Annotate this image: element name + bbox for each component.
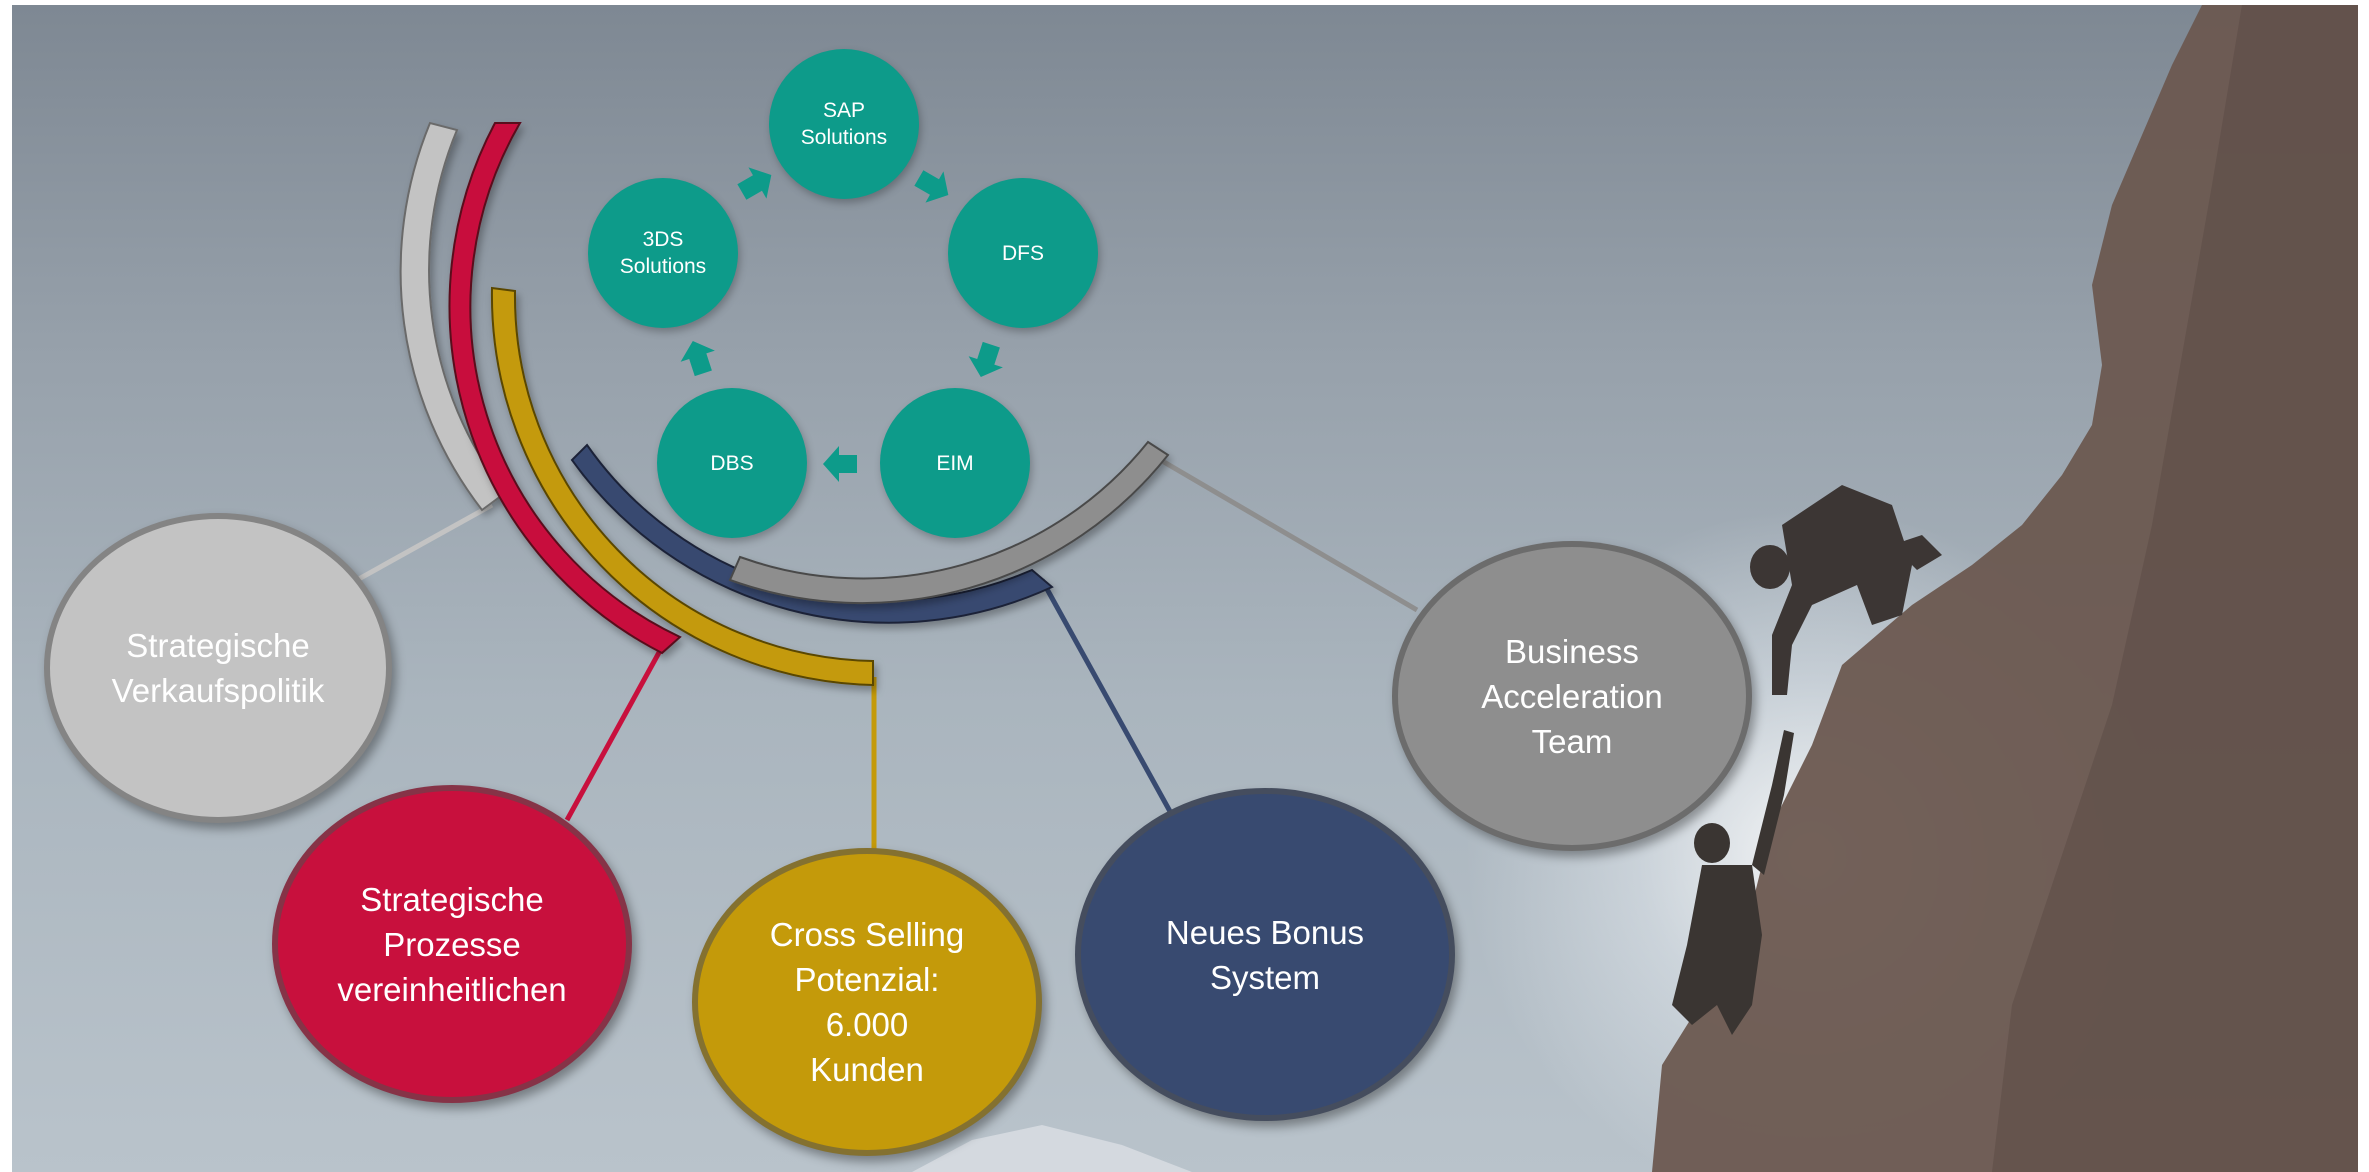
- arrow-3ds-to-sap: [737, 167, 772, 200]
- cycle-node-sap-solutions: SAP Solutions: [769, 49, 919, 199]
- arc-band-gold: [490, 286, 874, 687]
- arc-band-navy: [570, 443, 1054, 624]
- mountain-peak: [912, 1125, 1192, 1172]
- connector-bonus: [1039, 578, 1175, 817]
- cycle-node-eim: EIM: [880, 388, 1030, 538]
- arrow-dfs-to-eim: [968, 341, 1003, 378]
- node-strategische-verkaufspolitik: Strategische Verkaufspolitik: [44, 513, 392, 823]
- rock-shade: [1992, 5, 2358, 1172]
- arc-band-dark-gray: [728, 440, 1170, 605]
- climber-bottom: [1672, 730, 1794, 1035]
- arc-band-red: [448, 122, 682, 655]
- cycle-node-dbs: DBS: [657, 388, 807, 538]
- slide-canvas: SAP Solutions DFS EIM DBS 3DS Solutions …: [12, 5, 2358, 1172]
- arrow-dbs-to-3ds: [680, 340, 715, 377]
- node-strategische-prozesse: Strategische Prozesse vereinheitlichen: [272, 785, 632, 1103]
- arrow-sap-to-dfs: [914, 170, 949, 203]
- connector-verkaufspolitik: [355, 502, 494, 583]
- connector-prozesse: [564, 636, 670, 822]
- climber-top: [1750, 485, 1942, 695]
- node-cross-selling-potenzial: Cross Selling Potenzial: 6.000 Kunden: [692, 848, 1042, 1156]
- cycle-node-dfs: DFS: [948, 178, 1098, 328]
- node-business-acceleration-team: Business Acceleration Team: [1392, 541, 1752, 851]
- node-neues-bonus-system: Neues Bonus System: [1075, 788, 1455, 1121]
- connector-business: [1150, 452, 1419, 613]
- arrow-eim-to-dbs: [823, 446, 857, 482]
- cycle-node-3ds-solutions: 3DS Solutions: [588, 178, 738, 328]
- diagram-scene: [355, 5, 2358, 1172]
- cycle-arrows: [680, 167, 1003, 482]
